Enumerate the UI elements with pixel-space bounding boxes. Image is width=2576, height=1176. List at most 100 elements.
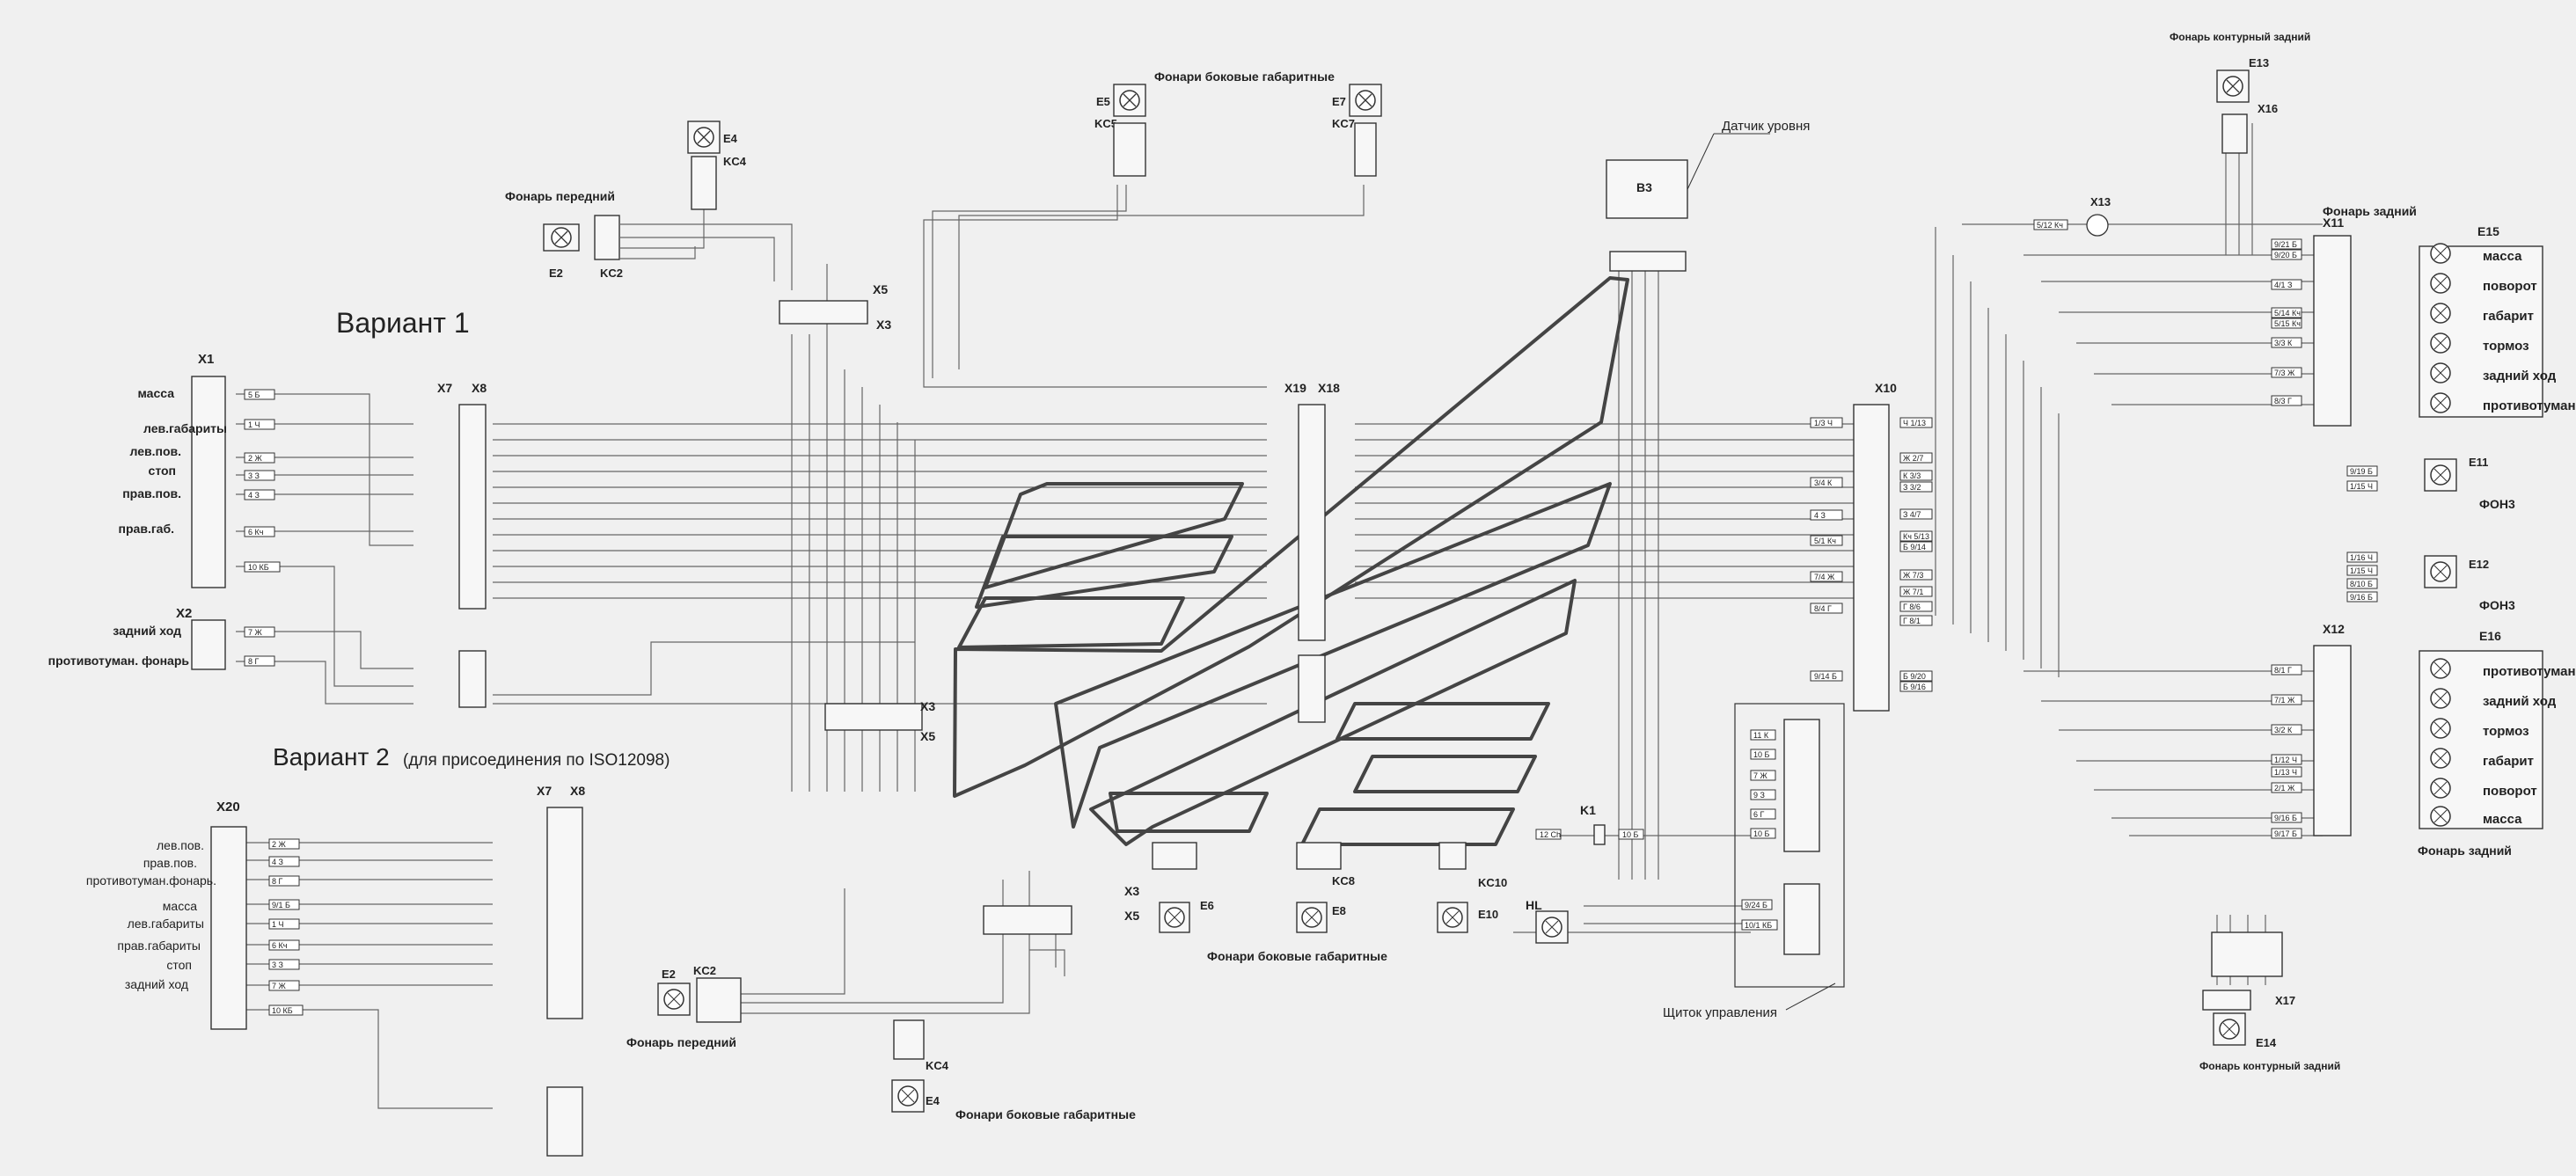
x20-wire: 6 Кч — [272, 941, 288, 950]
x9-wire: 5/1 Кч — [1814, 537, 1836, 545]
kc7-label: KC7 — [1332, 117, 1355, 130]
x7-label: X7 — [437, 381, 452, 395]
x12-wire: 9/17 Б — [2274, 829, 2297, 838]
e12-wire: 1/16 Ч — [2350, 553, 2373, 562]
x1-wire: 6 Кч — [248, 528, 264, 537]
x10-wire: Ж 2/7 — [1903, 454, 1923, 463]
k1-wire: 12 Ch — [1540, 830, 1561, 839]
e16-signal: масса — [2483, 812, 2522, 827]
fog-label: ФОН3 — [2479, 497, 2515, 511]
x16-label: X16 — [2258, 102, 2278, 115]
x2-wire: 8 Г — [248, 657, 260, 666]
x11-wire: 5/15 Кч — [2274, 319, 2301, 328]
x2-wire: 7 Ж — [248, 628, 263, 637]
x10-wire: Ч 1/13 — [1903, 419, 1926, 427]
e16-signal: тормоз — [2483, 724, 2529, 739]
connector-x5-x3-top: X5 X3 — [779, 282, 891, 332]
x1-signal: лев.габариты — [143, 421, 227, 435]
x20-signal: лев.пов. — [157, 838, 204, 852]
e12-wire: 9/16 Б — [2350, 593, 2373, 602]
e4-label: E4 — [926, 1094, 940, 1107]
x12-wire: 3/2 К — [2274, 726, 2293, 734]
x11-wire: 4/1 З — [2274, 281, 2292, 289]
x9-wire: 8/4 Г — [1814, 604, 1832, 613]
panel-wire: 9 З — [1753, 791, 1765, 800]
e15-signal: тормоз — [2483, 339, 2529, 354]
x10-wire: Б 9/20 — [1903, 672, 1926, 681]
e16-signal: габарит — [2483, 754, 2534, 769]
x13-wire: 5/12 Кч — [2037, 221, 2063, 230]
x10-wire: З 3/2 — [1903, 483, 1921, 492]
x12-box — [2313, 645, 2352, 836]
kc4-label: KC4 — [723, 155, 747, 168]
x11-box — [2313, 235, 2352, 427]
x7-aux-box — [458, 650, 487, 708]
x18-label: X18 — [1318, 381, 1340, 395]
x20-signal: противотуман.фонарь. — [86, 873, 216, 887]
x12-wire: 1/13 Ч — [2274, 768, 2297, 777]
e11-label: E11 — [2469, 456, 2488, 469]
side-lights-title: Фонари боковые габаритные — [1207, 949, 1387, 963]
connector-x19-x18: X19 X18 — [1284, 381, 1340, 723]
x10-wire: Г 8/1 — [1903, 617, 1921, 625]
x11-label: X11 — [2323, 215, 2344, 230]
x9-wire: 1/3 Ч — [1814, 419, 1833, 427]
side-lamps-top: Фонари боковые габаритные E5 KC5 E7 KC7 — [1094, 69, 1382, 177]
level-sensor: Датчик уровня B3 — [1606, 119, 1810, 272]
level-sensor-label: Датчик уровня — [1722, 119, 1810, 134]
x19-label: X19 — [1284, 381, 1306, 395]
kc2-label: KC2 — [600, 267, 623, 280]
x20-wire: 7 Ж — [272, 982, 287, 990]
x10-box — [1853, 404, 1890, 712]
e10-label: E10 — [1478, 908, 1498, 921]
x1-wire: 5 Б — [248, 391, 260, 399]
e15-box — [2419, 245, 2543, 418]
side-lamp-e4-top: E4 KC4 — [687, 121, 747, 210]
e16-signal: задний ход — [2483, 694, 2557, 709]
front-lamp-top: Фонарь передний E2 KC2 — [505, 189, 623, 280]
x3-label: X3 — [876, 318, 891, 332]
e16-signal: противотуман — [2483, 664, 2576, 679]
x12-wire: 8/1 Г — [2274, 666, 2292, 675]
x5-label: X5 — [920, 729, 935, 743]
x9-wire: 4 З — [1814, 511, 1826, 520]
side-lamp-e4-bottom: KC4 E4 Фонари боковые габаритные — [891, 905, 1136, 1121]
e7-label: E7 — [1332, 95, 1346, 108]
x1-wire: 10 КБ — [248, 563, 269, 572]
x20-label: X20 — [216, 800, 240, 814]
e6-label: E6 — [1200, 899, 1214, 912]
x1-signal: прав.пов. — [122, 486, 181, 500]
e15-signal: масса — [2483, 249, 2522, 264]
x11-wire: 3/3 К — [2274, 339, 2293, 347]
kc5-label: KC5 — [1094, 117, 1117, 130]
brand-logo — [953, 276, 1629, 846]
rear-contour-title: Фонарь контурный задний — [2170, 31, 2310, 43]
control-panel-label: Щиток управления — [1663, 1005, 1777, 1020]
x13-label: X13 — [2090, 195, 2111, 208]
connector-x7-x8-bottom: X7 X8 — [537, 784, 585, 1157]
e16-signal: поворот — [2483, 784, 2537, 799]
panel-wire: 7 Ж — [1753, 771, 1768, 780]
x18-box — [1298, 404, 1326, 641]
e8-label: E8 — [1332, 904, 1346, 917]
variant1-title: Вариант 1 — [336, 307, 470, 339]
panel-wire: 10 Б — [1753, 750, 1770, 759]
connector-x13: X13 5/12 Кч — [2033, 195, 2111, 237]
front-lamp-title: Фонарь передний — [505, 189, 615, 203]
x8-label: X8 — [570, 784, 585, 798]
e12-label: E12 — [2469, 558, 2489, 571]
control-panel-frame — [1734, 703, 1845, 988]
rear-contour-bottom: X17 E14 Фонарь контурный задний — [2199, 931, 2340, 1072]
x20-signal: стоп — [166, 958, 192, 972]
x10-wire: Ж 7/1 — [1903, 588, 1923, 596]
x10-wire: З 4/7 — [1903, 510, 1921, 519]
e13-label: E13 — [2249, 56, 2269, 69]
x10-wire: Б 9/16 — [1903, 683, 1926, 691]
x1-signal: лев.пов. — [130, 444, 182, 458]
rear-lamp-title: Фонарь задний — [2418, 844, 2512, 858]
x1-wire: 3 З — [248, 471, 260, 480]
x7-box — [458, 404, 487, 610]
x12-wire: 2/1 Ж — [2274, 784, 2295, 793]
x20-wire: 2 Ж — [272, 840, 287, 849]
